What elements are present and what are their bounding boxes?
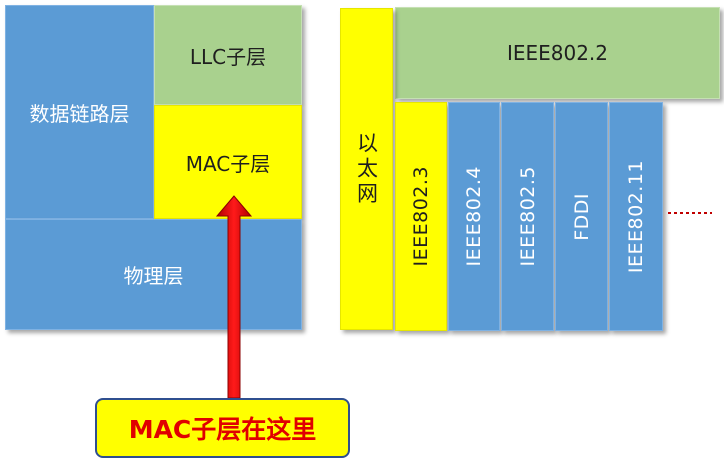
physical-layer-block: 物理层 xyxy=(5,219,302,330)
llc-sublayer-label: LLC子层 xyxy=(189,44,267,69)
ieee-802-11-block: IEEE802.11 xyxy=(609,102,663,331)
fddi-block: FDDI xyxy=(555,102,608,331)
ieee-802-5-block: IEEE802.5 xyxy=(501,102,554,331)
ieee-802-2-block: IEEE802.2 xyxy=(395,7,720,99)
ieee-802-2-label: IEEE802.2 xyxy=(506,41,609,65)
ieee-802-4-block: IEEE802.4 xyxy=(448,102,500,331)
ethernet-label: 以太网 xyxy=(354,131,379,207)
llc-sublayer-block: LLC子层 xyxy=(154,5,302,105)
up-arrow xyxy=(215,195,253,399)
physical-layer-label: 物理层 xyxy=(123,264,184,288)
mac-sublayer-callout: MAC子层在这里 xyxy=(95,398,350,458)
mac-sublayer-label: MAC子层 xyxy=(185,151,271,176)
data-link-layer-label: 数据链路层 xyxy=(29,101,130,126)
mac-sublayer-block: MAC子层 xyxy=(154,105,302,219)
ieee-802-3-block: IEEE802.3 xyxy=(395,102,447,331)
ethernet-block: 以太网 xyxy=(340,8,393,330)
callout-label: MAC子层在这里 xyxy=(128,415,317,444)
data-link-layer-block: 数据链路层 xyxy=(5,5,154,219)
